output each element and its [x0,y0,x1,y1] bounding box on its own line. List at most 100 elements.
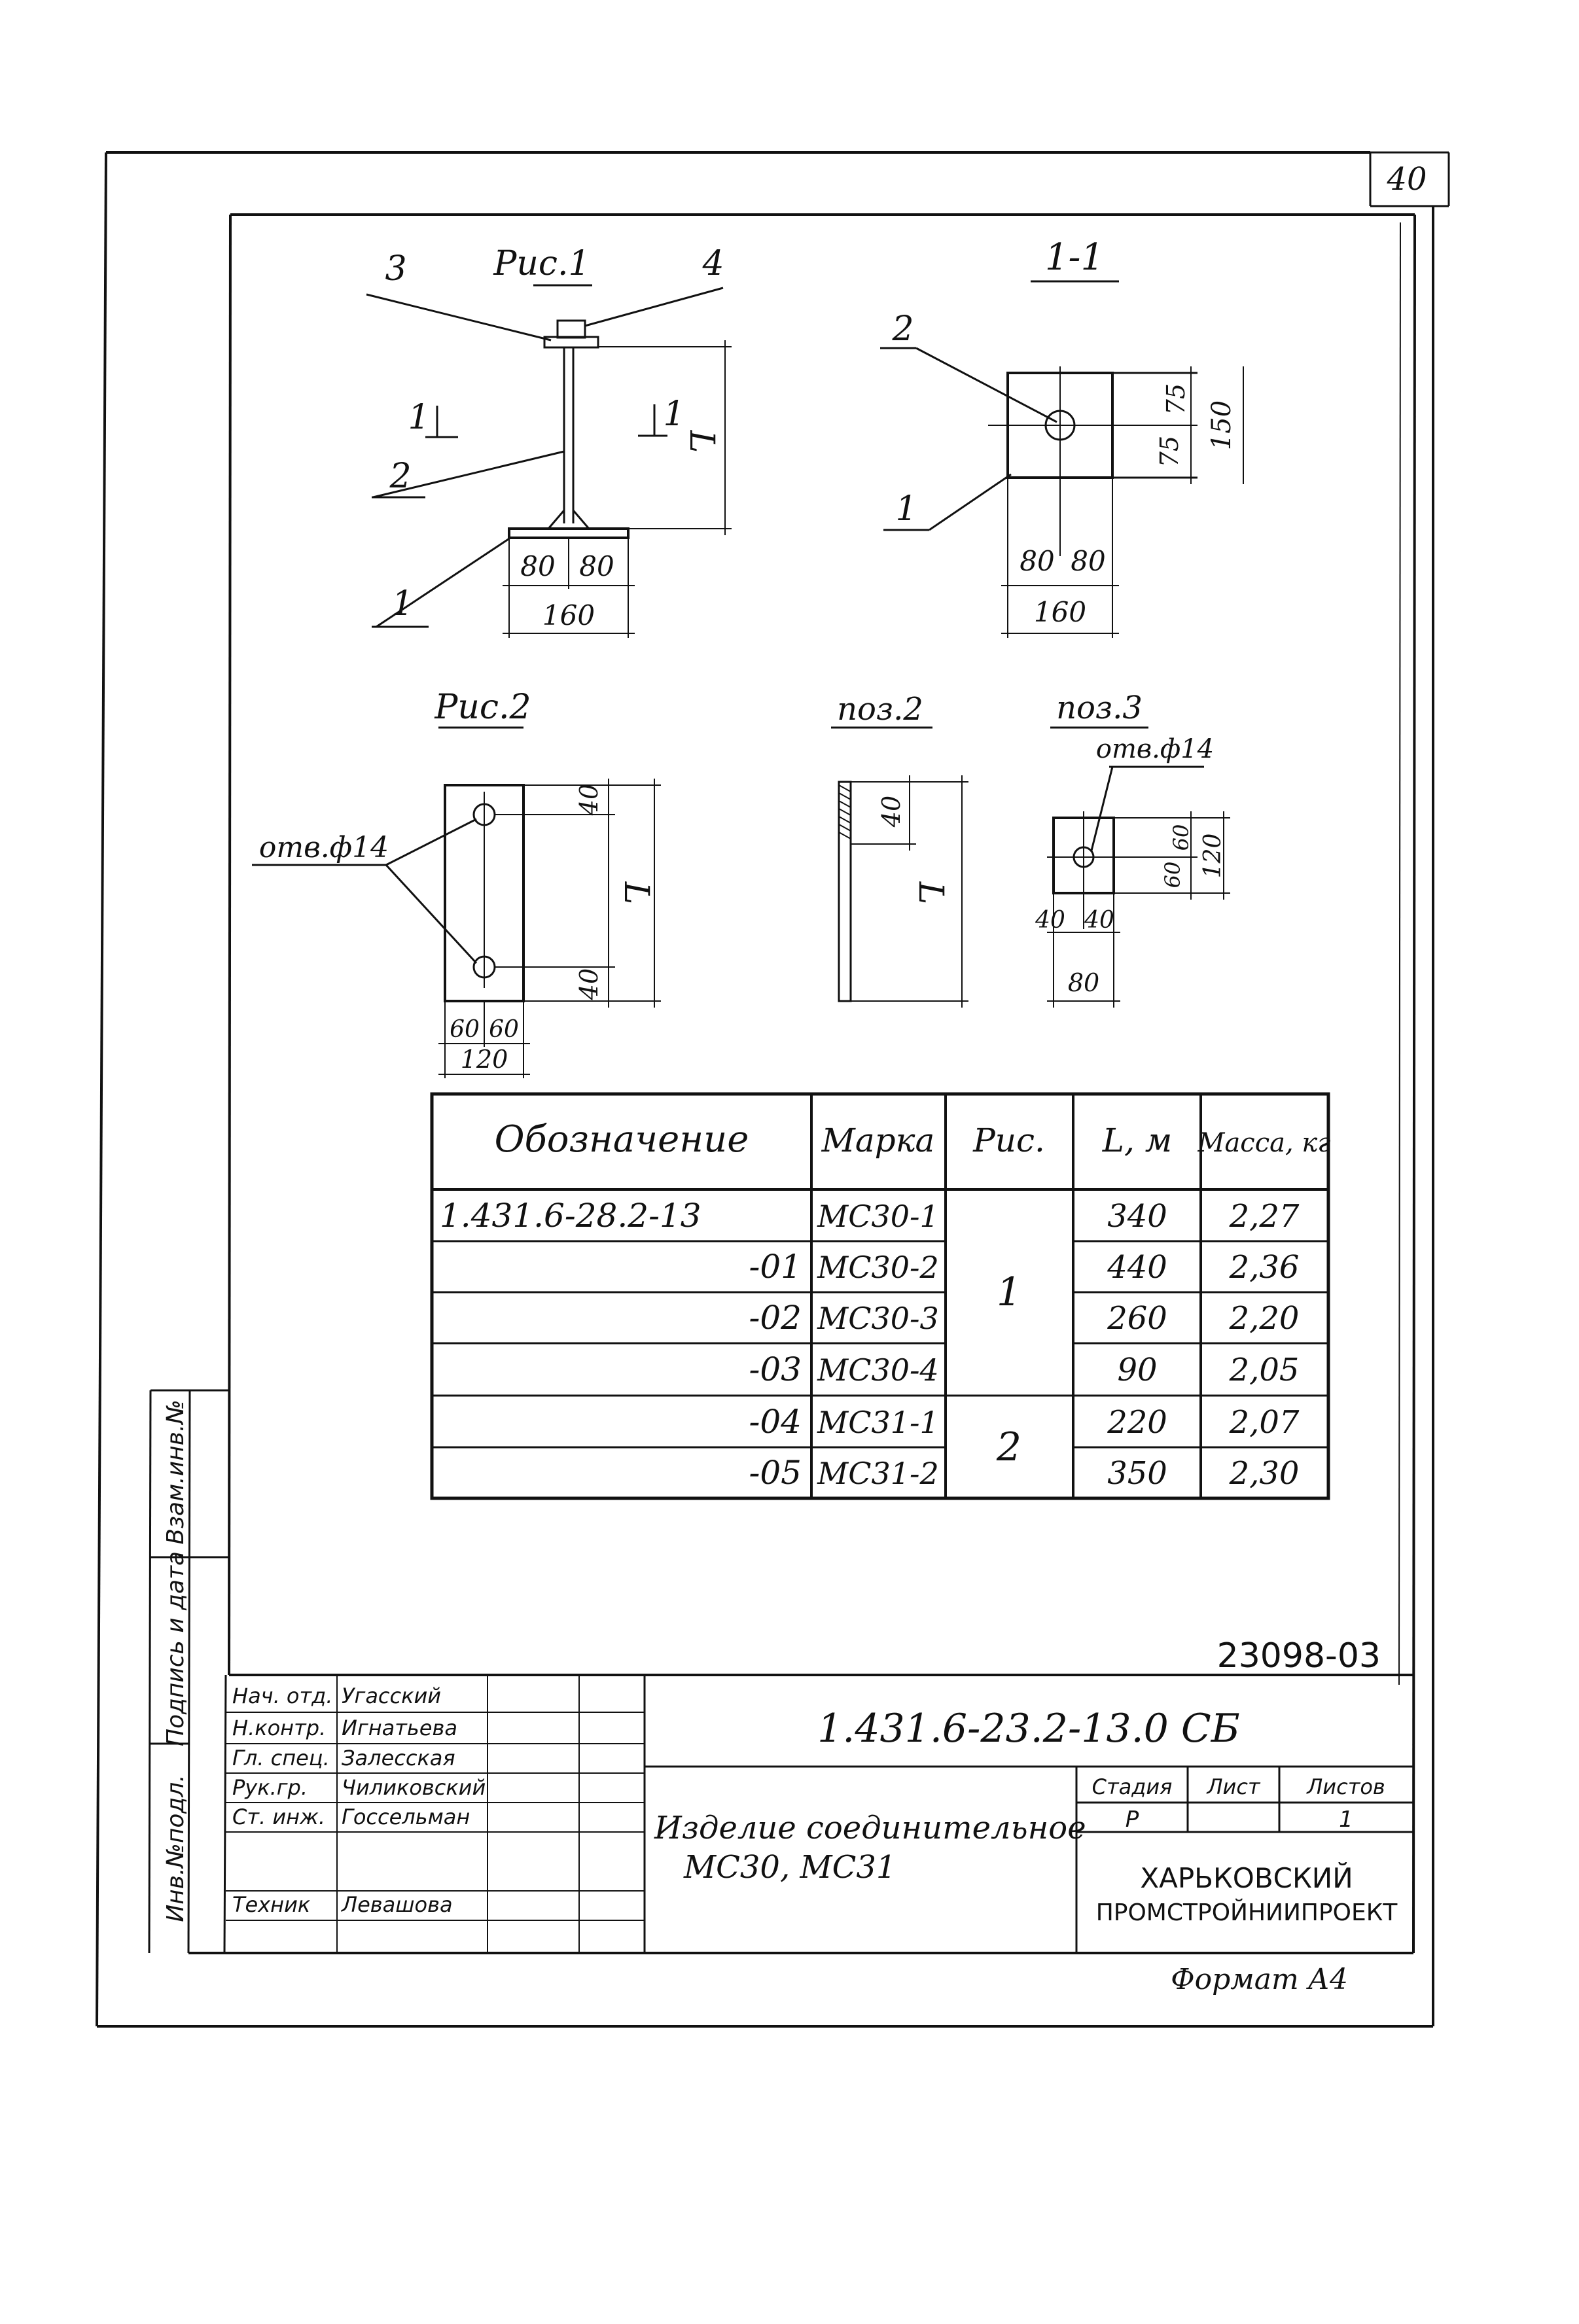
sec-leader-label-1: 1 [895,489,917,529]
pos-2: поз.2 40 L [831,691,968,1008]
fig2-dim-60-right: 60 [489,1016,519,1043]
row-mark: МС30-1 [817,1199,939,1234]
stage-header: Стадия [1092,1774,1173,1799]
role-row: Гл. спец. Залесская [232,1746,455,1770]
row-mark: МС31-1 [817,1405,939,1440]
document-code: 1.431.6-23.2-13.0 СБ [817,1706,1240,1752]
row-length: 350 [1107,1455,1167,1492]
figure-1-title: Рис.1 [493,244,590,283]
pos2-length-mark: L [911,881,950,905]
sec-leader-label-2: 2 [891,309,914,349]
header-fig: Рис. [972,1121,1045,1159]
row-length: 440 [1107,1249,1167,1286]
fig2-dim-60-left: 60 [450,1016,480,1043]
row-mass: 2,30 [1229,1455,1300,1492]
role-row: Н.контр. Игнатьева [232,1716,457,1740]
pos3-dim-60-bottom: 60 [1160,862,1185,889]
row-designation: -03 [749,1350,802,1388]
row-mark: МС31-2 [817,1456,939,1491]
role-row: Техник Левашова [232,1892,453,1917]
sec-dim-80-left: 80 [1020,545,1054,577]
role-name: Игнатьева [342,1716,457,1740]
row-mass: 2,07 [1229,1404,1300,1441]
fig2-hole-note: отв.ф14 [259,831,389,864]
row-designation: -05 [749,1454,802,1492]
role-row: Рук.гр. Чиликовский [232,1775,486,1800]
section-mark-left: 1 [408,398,429,437]
row-mass: 2,20 [1229,1300,1300,1337]
pos-3-title: поз.3 [1056,690,1143,726]
pos2-dim-40: 40 [877,796,906,828]
title-block: Нач. отд. Угасский Н.контр. Игнатьева Гл… [188,1674,1413,1954]
figure-1: Рис.1 3 4 2 1 1 1 L [366,244,732,638]
section-title: 1-1 [1045,236,1104,279]
sheets-header: Листов [1306,1774,1385,1799]
fig-group-2: 2 [996,1424,1021,1470]
leader-label-3: 3 [385,249,406,289]
row-length: 340 [1107,1198,1167,1235]
header-mark: Марка [821,1121,935,1159]
pos-2-title: поз.2 [837,691,923,728]
outer-frame [96,151,1450,2028]
table-row: 1.431.6-28.2-13 МС30-1 340 2,27 [440,1197,1300,1235]
side-label-signature-date: Подпись и дата [162,1551,189,1746]
row-mark: МС30-4 [817,1352,939,1388]
role-label: Техник [232,1892,311,1917]
format-label: Формат А4 [1171,1963,1348,1996]
section-mark-right: 1 [663,395,684,434]
fig2-dim-120: 120 [461,1045,508,1074]
sec-dim-80-right: 80 [1071,545,1105,577]
leader-label-4: 4 [701,244,724,283]
figure-2-title: Рис.2 [434,688,531,727]
role-label: Гл. спец. [232,1746,330,1770]
role-row: Ст. инж. Госсельман [232,1805,470,1829]
pos3-dim-60-top: 60 [1169,824,1194,851]
leader-label-1: 1 [391,584,413,624]
table-row: -01 МС30-2 440 2,36 [749,1248,1299,1286]
sec-dim-75-bottom: 75 [1155,436,1184,467]
pos3-dim-40-left: 40 [1035,907,1065,934]
stage-value: Р [1126,1806,1139,1833]
row-mass: 2,36 [1229,1249,1300,1286]
side-label-replace-inv: Взам.инв.№ [162,1400,189,1545]
role-name: Госсельман [342,1805,470,1829]
pos3-dim-120: 120 [1199,834,1226,879]
row-mark: МС30-2 [817,1250,939,1285]
role-name: Чиликовский [342,1775,486,1800]
role-name: Левашова [341,1892,453,1917]
pos-3: поз.3 отв.ф14 60 60 120 40 40 80 [1035,690,1230,1008]
sheets-value: 1 [1339,1806,1353,1833]
role-label: Нач. отд. [232,1683,332,1708]
table-row: -05 МС31-2 350 2,30 [749,1454,1299,1492]
fig1-dim-160: 160 [542,599,595,631]
side-stamp: Взам.инв.№ Подпись и дата Инв.№подл. [148,1389,230,1954]
row-designation: 1.431.6-28.2-13 [440,1197,701,1235]
organization-line1: ХАРЬКОВСКИЙ [1140,1861,1353,1894]
fig1-dim-80-right: 80 [579,550,614,582]
row-length: 90 [1117,1352,1157,1388]
inventory-number: 23098-03 [1217,1636,1381,1676]
pos3-dim-40-right: 40 [1084,907,1114,934]
header-designation: Обозначение [495,1118,749,1161]
row-designation: -02 [749,1299,802,1337]
table-row: -04 МС31-1 220 2,07 [749,1403,1299,1441]
fig2-dim-40-bottom: 40 [575,968,603,1000]
spec-table: Обозначение Марка Рис. L, м Масса, кг 1.… [430,1092,1331,1500]
sheet-header: Лист [1206,1774,1260,1799]
role-label: Н.контр. [232,1716,326,1740]
fig1-dim-80-left: 80 [520,550,555,582]
header-mass: Масса, кг [1198,1128,1331,1158]
product-name-line2: МС30, МС31 [683,1849,896,1886]
row-mass: 2,05 [1229,1352,1300,1388]
product-name-line1: Изделие соединительное [654,1810,1086,1846]
role-name: Угасский [342,1683,441,1708]
section-1-1: 1-1 75 75 150 80 80 160 2 1 [880,236,1244,638]
table-row: -02 МС30-3 260 2,20 [749,1299,1299,1337]
sec-dim-75-top: 75 [1162,383,1190,415]
leader-label-2: 2 [389,457,411,496]
row-length: 220 [1107,1404,1167,1441]
table-row: -03 МС30-4 90 2,05 [749,1350,1299,1388]
organization-line2: ПРОМСТРОЙНИИПРОЕКТ [1096,1899,1398,1926]
row-mass: 2,27 [1229,1198,1300,1235]
fig1-length-mark: L [682,430,721,453]
